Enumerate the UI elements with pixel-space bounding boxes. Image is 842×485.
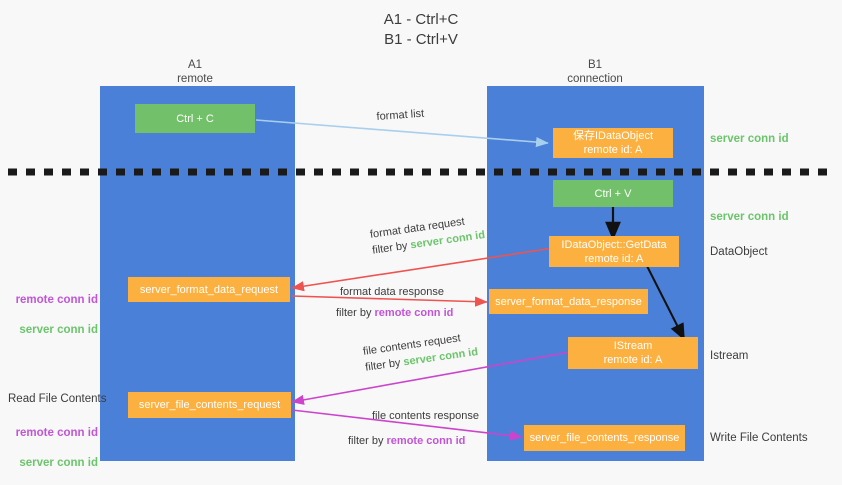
page-title: A1 - Ctrl+C B1 - Ctrl+V [383, 11, 459, 48]
node-istream[interactable]: IStream remote id: A [568, 337, 698, 369]
right-label-server-conn-id-mid: server conn id [710, 211, 789, 223]
lane-header-b1: B1 connection [567, 59, 623, 85]
right-label-dataobject: DataObject [710, 246, 768, 258]
node-ctrl-v[interactable]: Ctrl + V [553, 180, 673, 207]
left-label-remote-conn-id-upper: remote conn id [15, 294, 98, 306]
edge-label-format-list: format list [376, 107, 425, 123]
node-server-format-data-response[interactable]: server_format_data_response [489, 289, 648, 314]
right-label-server-conn-id-top: server conn id [710, 133, 789, 145]
node-idataobject-getdata[interactable]: IDataObject::GetData remote id: A [549, 236, 679, 267]
node-save-idataobject[interactable]: 保存IDataObject remote id: A [553, 128, 673, 158]
edge-label-file-contents-response-line2: filter by remote conn id [348, 433, 479, 449]
filter-prefix: filter by [364, 356, 405, 374]
edge-label-format-data-request: format data request filter by server con… [369, 211, 486, 259]
edge-label-format-data-response-line1: format data response [340, 286, 444, 298]
edge-label-file-contents-response: file contents response filter by remote … [348, 408, 479, 449]
left-label-conn-ids-upper: remote conn id server conn id [8, 278, 98, 353]
node-server-file-contents-response[interactable]: server_file_contents_response [524, 425, 685, 451]
remote-conn-id-key: remote conn id [374, 307, 454, 319]
node-server-file-contents-request[interactable]: server_file_contents_request [128, 392, 291, 418]
filter-prefix: filter by [348, 435, 387, 447]
edge-label-format-data-response: format data response filter by remote co… [336, 284, 453, 321]
left-label-read-file-contents: Read File Contents [8, 393, 107, 405]
filter-prefix: filter by [336, 307, 375, 319]
right-label-write-file-contents: Write File Contents [710, 432, 808, 444]
left-label-server-conn-id-upper: server conn id [19, 324, 98, 336]
remote-conn-id-key: remote conn id [386, 435, 466, 447]
filter-prefix: filter by [371, 239, 412, 257]
right-label-istream: Istream [710, 350, 749, 362]
edge-label-file-contents-response-line1: file contents response [372, 410, 480, 422]
left-label-remote-conn-id-lower: remote conn id [15, 427, 98, 439]
node-ctrl-c[interactable]: Ctrl + C [135, 104, 255, 133]
left-label-server-conn-id-lower: server conn id [19, 457, 98, 469]
edge-label-file-contents-request: file contents request filter by server c… [362, 328, 479, 376]
node-server-format-data-request[interactable]: server_format_data_request [128, 277, 290, 302]
lane-header-a1: A1 remote [177, 59, 213, 85]
edge-label-format-data-response-line2: filter by remote conn id [336, 305, 453, 321]
left-label-conn-ids-lower: remote conn id server conn id [8, 411, 98, 485]
